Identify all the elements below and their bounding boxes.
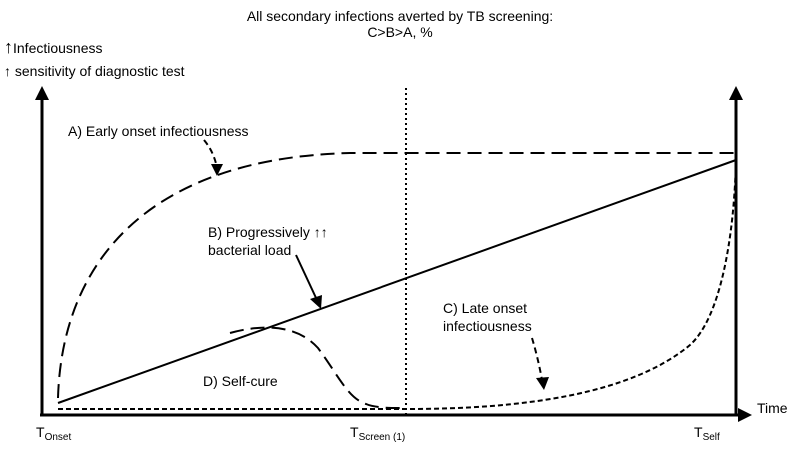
label-arrow-a [203, 139, 218, 169]
sensitivity-label: sensitivity of diagnostic test [14, 63, 185, 79]
right-axis-arrowhead [729, 86, 743, 100]
label-arrow-b [295, 254, 318, 301]
diagram-title-line-1: All secondary infections averted by TB s… [246, 8, 554, 24]
x-axis-label: Time [757, 400, 788, 416]
label-curve-d: D) Self-cure [203, 373, 278, 389]
label-curve-c-line-2: infectiousness [443, 318, 532, 334]
diagram-title-line-2: C>B>A, % [367, 24, 433, 40]
up-arrow-icon: ↑ [4, 63, 11, 79]
label-curve-c-line-1: C) Late onset [443, 300, 528, 316]
curve-b-progressive [57, 159, 737, 404]
curve-c-late-onset [58, 159, 737, 410]
curve-d-self-cure [229, 326, 401, 409]
tick-t-screen: TScreen (1) [350, 424, 406, 443]
tick-t-onset: TOnset [36, 424, 72, 443]
infectiousness-label: Infectiousness [13, 40, 103, 56]
tick-t-self: TSelf [694, 424, 720, 443]
up-arrow-icon: ↑ [4, 37, 13, 57]
x-axis-arrowhead [738, 408, 752, 422]
y-axis-label-sensitivity: ↑ sensitivity of diagnostic test [4, 62, 185, 80]
y-axis-arrowhead [35, 86, 49, 100]
label-curve-a: A) Early onset infectiousness [68, 123, 249, 139]
label-arrow-b-head [310, 295, 322, 309]
y-axis-label-infectiousness: ↑Infectiousness [4, 38, 103, 57]
curve-a-early-onset [57, 152, 736, 399]
label-curve-b-line-2: bacterial load [208, 242, 292, 258]
label-curve-b-line-1: B) Progressively ↑↑ [208, 224, 328, 240]
label-arrow-c [531, 337, 543, 381]
label-arrow-a-head [211, 164, 223, 176]
label-arrow-c-head [536, 377, 549, 390]
